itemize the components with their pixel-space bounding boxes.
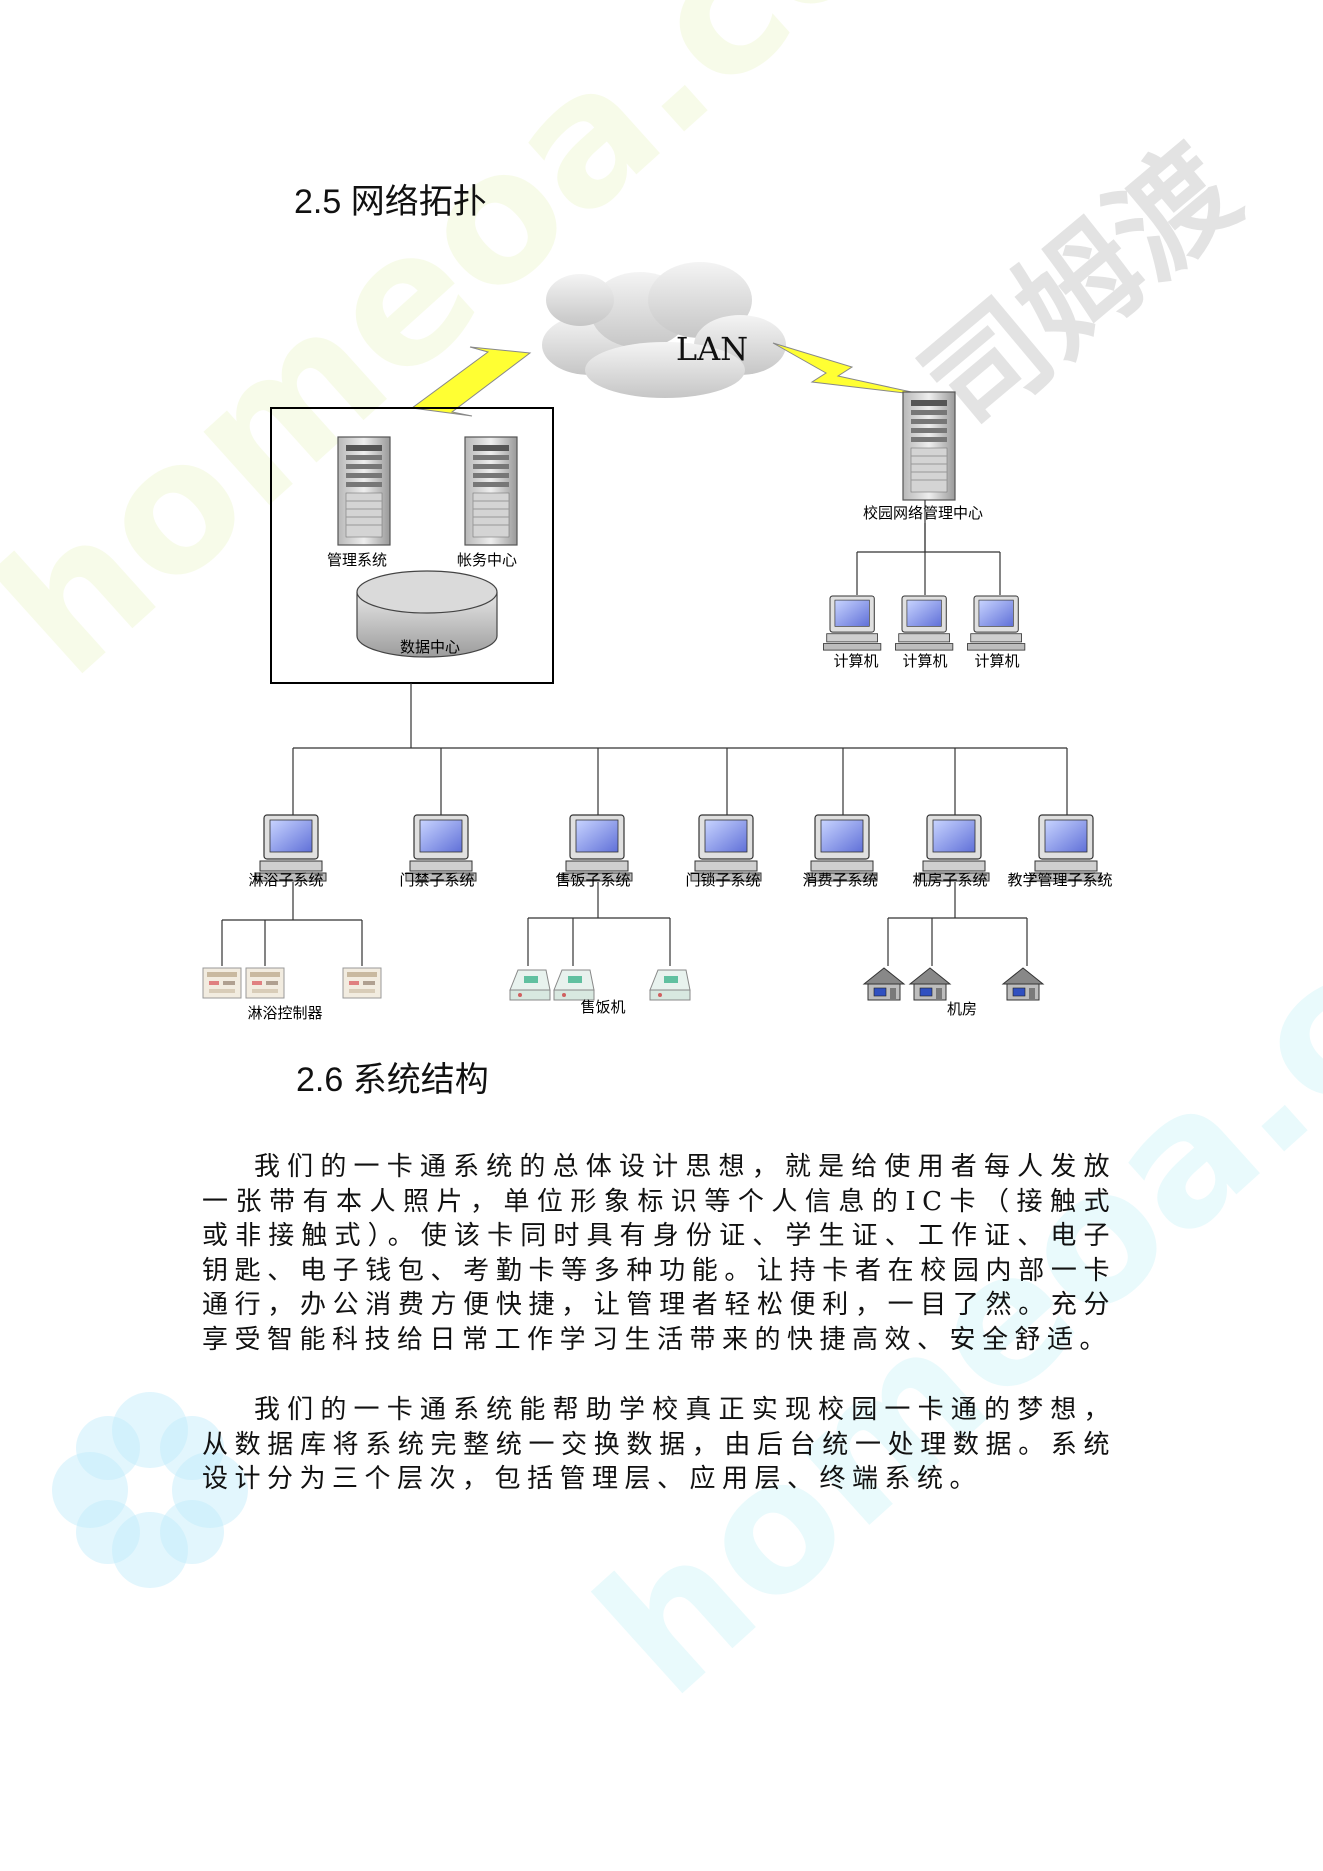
- lab-connector-lines: [887, 882, 1028, 966]
- computer-room-house-icon: [909, 967, 951, 1001]
- computer-room-house-icon: [863, 967, 905, 1001]
- admin-server-icon: [337, 436, 391, 546]
- shower-controller-icon: [202, 967, 242, 999]
- subsystem-label-teaching: 教学管理子系统: [1007, 871, 1112, 889]
- campus-connector-lines: [856, 500, 1001, 595]
- lightning-right-icon: [772, 342, 931, 397]
- data-center-box: [270, 407, 554, 684]
- meal-machine-icon: [649, 969, 691, 1001]
- subsystem-label-consume: 消费子系统: [802, 871, 877, 889]
- campus-server-icon: [902, 391, 956, 501]
- subsystem-label-lock: 门锁子系统: [685, 871, 760, 889]
- computer-label: 计算机: [833, 652, 878, 670]
- subsystem-label-meal: 售饭子系统: [555, 871, 630, 889]
- admin-server-label: 管理系统: [327, 551, 387, 569]
- subsystem-label-access: 门禁子系统: [399, 871, 474, 889]
- account-server-label: 帐务中心: [457, 551, 517, 569]
- computer-room-house-icon: [1002, 967, 1044, 1001]
- lightning-left-icon: [410, 346, 532, 417]
- meal-connector-lines: [527, 882, 671, 966]
- main-bus-lines: [292, 683, 1068, 815]
- computer-label: 计算机: [902, 652, 947, 670]
- shower-controller-label: 淋浴控制器: [247, 1004, 322, 1022]
- body-paragraph-1: 我们的一卡通系统的总体设计思想，就是给使用者每人发放一张带有本人照片，单位形象标…: [202, 1152, 1116, 1355]
- computer-icon: [822, 595, 882, 651]
- section-heading-network-topology: 2.5 网络拓扑: [294, 183, 487, 221]
- subsystem-label-lab: 机房子系统: [912, 871, 987, 889]
- lan-label: LAN: [676, 330, 748, 368]
- meal-machine-label: 售饭机: [580, 998, 625, 1016]
- lan-cloud-icon: [542, 262, 786, 398]
- computer-icon: [966, 595, 1026, 651]
- body-paragraph-2: 我们的一卡通系统能帮助学校真正实现校园一卡通的梦想，从数据库将系统完整统一交换数…: [202, 1395, 1116, 1495]
- shower-connector-lines: [221, 882, 363, 966]
- computer-icon: [894, 595, 954, 651]
- account-server-icon: [464, 436, 518, 546]
- meal-machine-icon: [509, 969, 551, 1001]
- subsystem-label-shower: 淋浴子系统: [248, 871, 323, 889]
- network-topology-diagram: LAN 管理系统 帐务中心 数据中心 校园网络管理中心 计算机 计算机 计算机: [202, 262, 1113, 1022]
- shower-controller-icon: [342, 967, 382, 999]
- meal-machine-icon: [553, 969, 595, 1001]
- campus-center-label: 校园网络管理中心: [863, 504, 983, 522]
- section-heading-system-structure: 2.6 系统结构: [296, 1061, 489, 1099]
- database-icon: [356, 570, 498, 658]
- data-center-label: 数据中心: [400, 638, 460, 656]
- computer-room-label: 机房: [947, 1000, 977, 1018]
- shower-controller-icon: [245, 967, 285, 999]
- computer-label: 计算机: [974, 652, 1019, 670]
